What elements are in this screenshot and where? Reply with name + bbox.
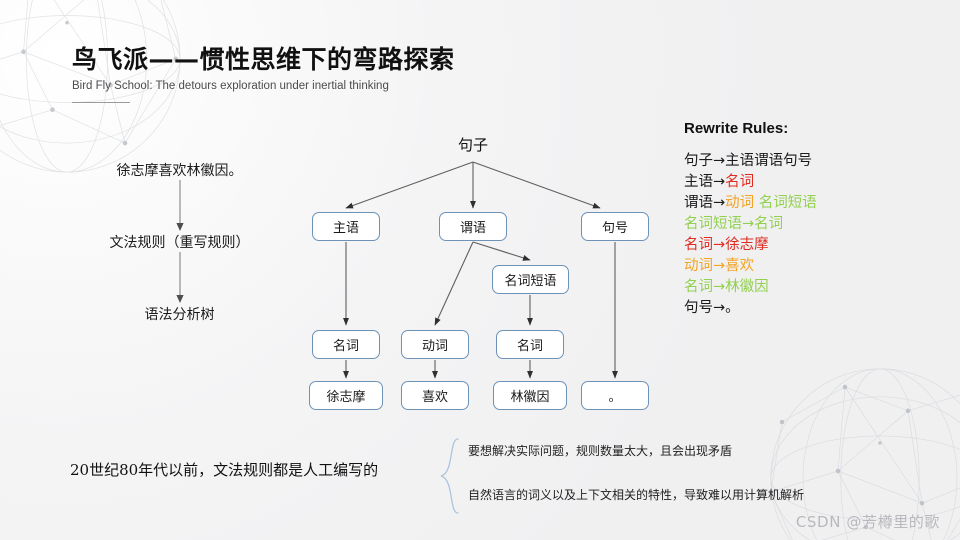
rule-rhs-4: 名词 [754, 216, 784, 233]
tree-leaf-period[interactable]: 。 [581, 381, 649, 410]
footer-note-2: 自然语言的词义以及上下文相关的特性，导致难以用计算机解析 [468, 488, 805, 502]
rule-rhs-2: 名词 [725, 174, 755, 191]
slide-header: 鸟飞派——惯性思维下的弯路探索 Bird Fly School: The det… [72, 45, 455, 103]
tree-node-subject[interactable]: 主语 [312, 212, 380, 241]
curly-brace-icon [440, 438, 459, 514]
tree-connector-lines [343, 161, 618, 379]
csdn-watermark: CSDN @芳樽里的歌 [795, 513, 940, 531]
network-globe-decoration-2-icon [768, 368, 960, 540]
rule-rhs-6: 喜欢 [725, 258, 755, 275]
rule-arrow-6-icon: → [713, 258, 726, 275]
rewrite-rules-title: Rewrite Rules: [684, 120, 789, 137]
rule-lhs-4: 名词短语 [684, 216, 742, 233]
tree-node-predicate[interactable]: 谓语 [439, 212, 507, 241]
rule-lhs-8: 句号 [684, 300, 713, 317]
footer-statement: 20世纪80年代以前，文法规则都是人工编写的 [70, 461, 379, 479]
flow-step-parse-tree: 语法分析树 [144, 307, 215, 323]
flow-step-sentence: 徐志摩喜欢林徽因。 [116, 163, 243, 179]
rewrite-rule-row-7: 名词→林徽因 [684, 277, 934, 298]
rewrite-rule-row-3: 谓语→动词 名词短语 [684, 193, 934, 214]
rule-rhs-1: 主语谓语句号 [725, 153, 813, 169]
rule-rhs-3a: 动词 [725, 195, 755, 212]
tree-node-noun-1[interactable]: 名词 [312, 330, 380, 359]
rule-rhs-3b: 名词短语 [758, 195, 817, 212]
tree-node-noun-phrase[interactable]: 名词短语 [492, 265, 569, 294]
tree-leaf-xuzhimo[interactable]: 徐志摩 [309, 381, 383, 410]
rewrite-rule-row-2: 主语→名词 [684, 172, 934, 193]
title-underline-divider [72, 102, 130, 103]
rule-lhs-5: 名词 [684, 237, 713, 254]
page-subtitle: Bird Fly School: The detours exploration… [72, 79, 389, 92]
flow-arrow-1-icon [72, 180, 287, 232]
rule-lhs-3: 谓语 [684, 195, 713, 212]
footer-note-1: 要想解决实际问题，规则数量太大，且会出现矛盾 [468, 444, 733, 458]
rule-arrow-8-icon: → [713, 300, 726, 317]
rule-lhs-7: 名词 [684, 279, 713, 296]
rule-lhs-2: 主语 [684, 174, 713, 191]
rule-arrow-2-icon: → [713, 174, 726, 191]
tree-node-root-sentence: 句子 [457, 136, 489, 154]
rule-lhs-1: 句子 [684, 153, 713, 169]
page-title: 鸟飞派——惯性思维下的弯路探索 [72, 45, 455, 74]
rule-lhs-6: 动词 [684, 258, 713, 275]
flow-arrow-2-icon [72, 252, 287, 304]
tree-node-noun-2[interactable]: 名词 [496, 330, 564, 359]
rule-rhs-8: 。 [725, 300, 740, 317]
tree-node-verb[interactable]: 动词 [401, 330, 469, 359]
parse-tree-diagram: 句子 主语 谓语 句号 名词短语 名词 动词 名词 徐志摩 喜欢 林徽因 。 [300, 120, 680, 420]
rewrite-rule-row-8: 句号→。 [684, 298, 934, 319]
rule-arrow-3-icon: → [713, 195, 726, 212]
tree-node-period-mark[interactable]: 句号 [581, 212, 649, 241]
left-flow-diagram: 徐志摩喜欢林徽因。 文法规则（重写规则） 语法分析树 [72, 160, 287, 324]
rewrite-rule-row-5: 名词→徐志摩 [684, 235, 934, 256]
flow-step-grammar-rules: 文法规则（重写规则） [109, 235, 250, 251]
rewrite-rules-panel: Rewrite Rules: 句子→主语谓语句号 主语→名词 谓语→动词 名词短… [684, 120, 934, 319]
rule-arrow-4-icon: → [742, 216, 755, 233]
tree-leaf-linhuiyin[interactable]: 林徽因 [493, 381, 567, 410]
rule-rhs-5: 徐志摩 [725, 237, 769, 254]
rule-arrow-5-icon: → [713, 237, 726, 254]
rule-arrow-7-icon: → [713, 279, 726, 296]
rewrite-rule-row-4: 名词短语→名词 [684, 214, 934, 235]
tree-leaf-xihuan[interactable]: 喜欢 [401, 381, 469, 410]
rule-rhs-7: 林徽因 [725, 279, 769, 296]
rewrite-rule-row-6: 动词→喜欢 [684, 256, 934, 277]
rewrite-rule-row-1: 句子→主语谓语句号 [684, 151, 934, 172]
rule-arrow-1-icon: → [713, 153, 726, 169]
